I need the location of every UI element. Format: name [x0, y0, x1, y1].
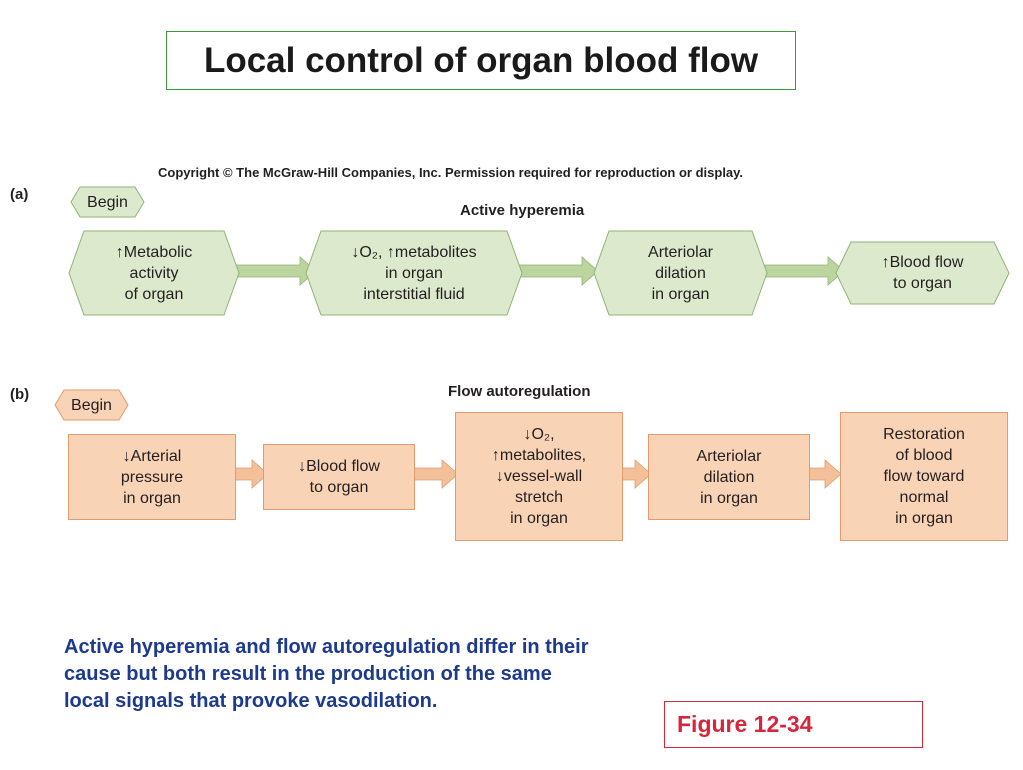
step-line: of blood — [895, 447, 953, 464]
panel-b-step-2-text: ↓Blood flow to organ — [264, 445, 414, 509]
step-line: Restoration — [883, 426, 965, 443]
caption-line: local signals that provoke vasodilation. — [64, 690, 438, 712]
step-line: ↑Blood flow — [881, 254, 964, 271]
panel-b-label: (b) — [10, 386, 30, 403]
panel-b-begin-shape — [54, 389, 129, 421]
step-line: dilation — [655, 264, 706, 282]
step-line: ↓Blood flow — [298, 458, 380, 475]
panel-a-step-1-shape — [68, 230, 240, 316]
panel-a-step-3-shape — [593, 230, 768, 316]
step-line: in organ — [651, 285, 710, 303]
panel-a-step-1: ↑Metabolic activity of organ — [68, 230, 240, 316]
panel-a-begin-shape — [70, 186, 145, 218]
panel-b-step-3-text: ↓O₂, ↑metabolites, ↓vessel-wall stretch … — [456, 413, 622, 540]
panel-a-arrow-1 — [235, 256, 317, 286]
step-line: interstitial fluid — [363, 285, 465, 303]
page-title: Local control of organ blood flow — [166, 31, 796, 90]
step-line: in organ — [510, 510, 568, 527]
step-line: dilation — [703, 468, 755, 486]
panel-b-arrow-2 — [411, 459, 459, 489]
step-line: in organ — [895, 510, 953, 527]
panel-a-label: (a) — [10, 186, 29, 203]
panel-b-arrow-1 — [233, 459, 269, 489]
panel-a-begin-text: Begin — [87, 193, 128, 211]
panel-a-step-4-shape — [835, 241, 1010, 305]
panel-b-begin-text: Begin — [71, 396, 112, 414]
step-line: ↑Metabolic — [115, 243, 193, 261]
step-line: activity — [129, 264, 179, 282]
caption-line: Active hyperemia and flow autoregulation… — [64, 636, 589, 658]
panel-b-arrow-3 — [621, 459, 652, 489]
panel-a-arrow-2 — [517, 256, 599, 286]
step-line: in organ — [123, 489, 181, 507]
panel-a-step-4: ↑Blood flow to organ — [835, 241, 1010, 305]
step-line: ↓Arterial — [122, 447, 182, 465]
panel-a-step-1-text: ↑Metabolic activity of organ — [68, 230, 240, 316]
panel-b-step-1: ↓Arterial pressure in organ — [68, 434, 236, 520]
step-line: to organ — [893, 275, 952, 292]
step-line: to organ — [309, 479, 369, 496]
step-line: pressure — [120, 468, 184, 486]
step-line: ↓vessel-wall — [495, 468, 583, 485]
panel-b-step-3: ↓O₂, ↑metabolites, ↓vessel-wall stretch … — [455, 412, 623, 541]
panel-a-step-2-text: ↓O₂, ↑metabolites in organ interstitial … — [305, 230, 523, 316]
step-line: stretch — [514, 489, 563, 506]
panel-a-section-title: Active hyperemia — [460, 202, 585, 219]
step-line: normal — [899, 489, 949, 506]
panel-a-step-3: Arteriolar dilation in organ — [593, 230, 768, 316]
panel-b-step-4-text: Arteriolar dilation in organ — [649, 435, 809, 519]
panel-b-step-4: Arteriolar dilation in organ — [648, 434, 810, 520]
panel-b-step-2: ↓Blood flow to organ — [263, 444, 415, 510]
panel-b-step-5-text: Restoration of blood flow toward normal … — [841, 413, 1007, 540]
step-line: in organ — [385, 264, 443, 282]
step-line: ↓O₂, — [523, 426, 555, 443]
caption-line: cause but both result in the production … — [64, 663, 552, 685]
panel-a-begin-badge: Begin — [70, 186, 145, 218]
panel-b-section-title: Flow autoregulation — [448, 383, 591, 400]
step-line: ↓O₂, ↑metabolites — [351, 243, 477, 261]
panel-b-step-5: Restoration of blood flow toward normal … — [840, 412, 1008, 541]
figure-label: Figure 12-34 — [664, 701, 923, 748]
step-line: in organ — [700, 489, 758, 507]
panel-b-arrow-4 — [807, 459, 842, 489]
step-line: Arteriolar — [696, 447, 762, 465]
panel-a-step-2: ↓O₂, ↑metabolites in organ interstitial … — [305, 230, 523, 316]
panel-a-arrow-3 — [764, 256, 845, 286]
caption-text: Active hyperemia and flow autoregulation… — [64, 634, 754, 715]
panel-a-step-3-text: Arteriolar dilation in organ — [593, 230, 768, 316]
panel-a-step-4-text: ↑Blood flow to organ — [835, 241, 1010, 305]
step-line: of organ — [124, 285, 184, 303]
step-line: flow toward — [883, 468, 965, 485]
step-line: Arteriolar — [648, 243, 713, 261]
step-line: ↑metabolites, — [491, 447, 587, 464]
panel-b-begin-badge: Begin — [54, 389, 129, 421]
panel-a-step-2-shape — [305, 230, 523, 316]
panel-b-step-1-text: ↓Arterial pressure in organ — [69, 435, 235, 519]
copyright-notice: Copyright © The McGraw-Hill Companies, I… — [158, 165, 744, 180]
